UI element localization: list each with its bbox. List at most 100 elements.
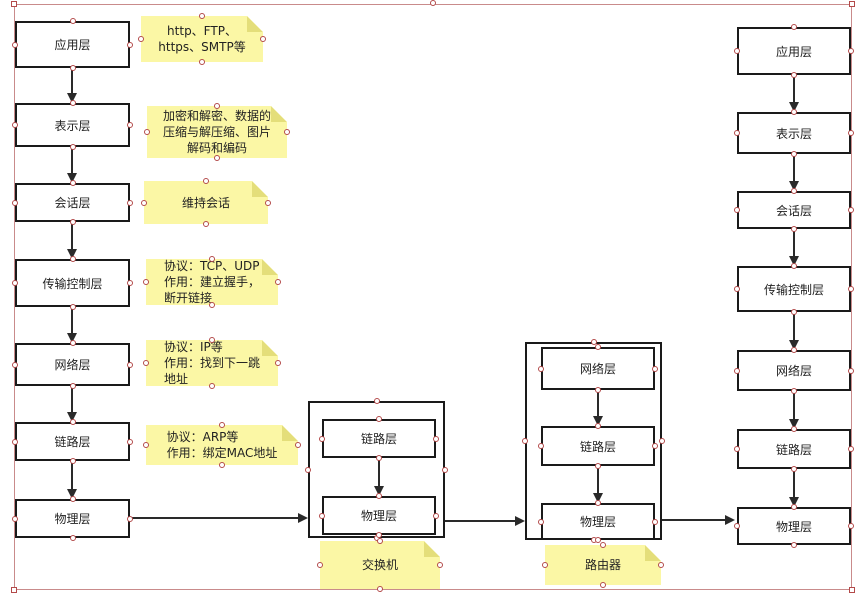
- left-layer-application[interactable]: 应用层: [15, 21, 130, 68]
- connection-point-handle[interactable]: [652, 443, 658, 449]
- left-layer-network[interactable]: 网络层: [15, 343, 130, 386]
- connection-point-handle[interactable]: [69, 256, 76, 262]
- right-layer-physical[interactable]: 物理层: [737, 507, 851, 545]
- connection-point-handle[interactable]: [433, 512, 439, 519]
- connection-point-handle[interactable]: [542, 562, 548, 568]
- connection-point-handle[interactable]: [219, 422, 225, 428]
- connection-point-handle[interactable]: [69, 304, 76, 310]
- connection-point-handle[interactable]: [522, 438, 528, 444]
- connection-point-handle[interactable]: [69, 65, 76, 71]
- connection-point-handle[interactable]: [538, 365, 544, 372]
- connection-point-handle[interactable]: [791, 466, 797, 472]
- connection-point-handle[interactable]: [12, 361, 18, 368]
- connection-point-handle[interactable]: [203, 178, 209, 184]
- connection-point-handle[interactable]: [437, 562, 443, 568]
- connection-point-handle[interactable]: [12, 438, 18, 445]
- connection-point-handle[interactable]: [12, 41, 18, 48]
- connection-point-handle[interactable]: [433, 435, 439, 442]
- router-layer-physical[interactable]: 物理层: [541, 503, 655, 540]
- connection-point-handle[interactable]: [791, 188, 797, 194]
- connection-point-handle[interactable]: [69, 383, 76, 389]
- note-network[interactable]: 协议：IP等 作用：找到下一跳 地址: [146, 340, 278, 386]
- right-layer-presentation[interactable]: 表示层: [737, 112, 851, 154]
- selection-handle-bl[interactable]: [11, 587, 17, 593]
- connection-point-handle[interactable]: [319, 512, 325, 519]
- note-application[interactable]: http、FTP、 https、SMTP等: [141, 16, 263, 62]
- connection-point-handle[interactable]: [127, 41, 133, 48]
- connection-point-handle[interactable]: [127, 122, 133, 128]
- connection-point-handle[interactable]: [69, 100, 76, 106]
- connection-point-handle[interactable]: [127, 199, 133, 206]
- connection-point-handle[interactable]: [143, 360, 149, 366]
- connection-point-handle[interactable]: [12, 280, 18, 286]
- connection-point-handle[interactable]: [377, 538, 383, 544]
- connection-point-handle[interactable]: [595, 500, 601, 506]
- connection-point-handle[interactable]: [69, 496, 76, 502]
- connection-point-handle[interactable]: [69, 419, 76, 425]
- connection-point-handle[interactable]: [734, 130, 740, 136]
- connection-point-handle[interactable]: [260, 36, 266, 42]
- connection-point-handle[interactable]: [376, 532, 382, 538]
- connection-point-handle[interactable]: [652, 518, 658, 525]
- connection-point-handle[interactable]: [209, 256, 215, 262]
- connection-point-handle[interactable]: [595, 387, 601, 393]
- connection-point-handle[interactable]: [734, 523, 740, 529]
- left-layer-session[interactable]: 会话层: [15, 183, 130, 222]
- connection-point-handle[interactable]: [595, 344, 601, 350]
- left-layer-transport[interactable]: 传输控制层: [15, 259, 130, 307]
- router-layer-network[interactable]: 网络层: [541, 347, 655, 390]
- switch-layer-physical[interactable]: 物理层: [322, 496, 436, 535]
- connection-point-handle[interactable]: [69, 180, 76, 186]
- connection-point-handle[interactable]: [791, 109, 797, 115]
- connection-point-handle[interactable]: [319, 435, 325, 442]
- connection-point-handle[interactable]: [600, 582, 606, 588]
- selection-handle-tr[interactable]: [849, 1, 855, 7]
- switch-layer-link[interactable]: 链路层: [322, 419, 436, 458]
- connection-point-handle[interactable]: [12, 122, 18, 128]
- connection-point-handle[interactable]: [848, 130, 854, 136]
- connection-point-handle[interactable]: [791, 263, 797, 269]
- connection-point-handle[interactable]: [265, 199, 271, 206]
- selection-handle-br[interactable]: [849, 587, 855, 593]
- left-layer-physical[interactable]: 物理层: [15, 499, 130, 538]
- connection-point-handle[interactable]: [658, 562, 664, 568]
- connection-point-handle[interactable]: [848, 286, 854, 292]
- connection-point-handle[interactable]: [734, 367, 740, 374]
- connection-point-handle[interactable]: [595, 423, 601, 429]
- connection-point-handle[interactable]: [848, 48, 854, 54]
- connection-point-handle[interactable]: [12, 515, 18, 522]
- connection-point-handle[interactable]: [791, 347, 797, 353]
- connection-point-handle[interactable]: [791, 388, 797, 394]
- right-layer-application[interactable]: 应用层: [737, 27, 851, 75]
- connection-point-handle[interactable]: [209, 337, 215, 343]
- connection-point-handle[interactable]: [144, 129, 150, 135]
- connection-point-handle[interactable]: [659, 438, 665, 444]
- connection-point-handle[interactable]: [848, 367, 854, 374]
- connection-point-handle[interactable]: [442, 466, 448, 473]
- connection-point-handle[interactable]: [600, 542, 606, 548]
- connection-point-handle[interactable]: [214, 103, 220, 109]
- connection-point-handle[interactable]: [595, 537, 601, 543]
- connection-point-handle[interactable]: [199, 59, 205, 65]
- connection-point-handle[interactable]: [734, 48, 740, 54]
- connection-point-handle[interactable]: [69, 219, 76, 225]
- connection-point-handle[interactable]: [141, 199, 147, 206]
- connection-point-handle[interactable]: [69, 18, 76, 24]
- connection-point-handle[interactable]: [69, 535, 76, 541]
- right-layer-session[interactable]: 会话层: [737, 191, 851, 229]
- connection-point-handle[interactable]: [376, 493, 382, 499]
- connection-point-handle[interactable]: [127, 361, 133, 368]
- connection-point-handle[interactable]: [791, 72, 797, 78]
- connection-point-handle[interactable]: [376, 416, 382, 422]
- connection-point-handle[interactable]: [590, 339, 597, 345]
- connection-point-handle[interactable]: [734, 207, 740, 213]
- connection-point-handle[interactable]: [734, 286, 740, 292]
- connection-point-handle[interactable]: [219, 462, 225, 468]
- connection-point-handle[interactable]: [538, 443, 544, 449]
- note-presentation[interactable]: 加密和解密、数据的 压缩与解压缩、图片 解码和编码: [147, 106, 287, 158]
- rotate-handle[interactable]: [430, 0, 436, 6]
- connection-point-handle[interactable]: [848, 207, 854, 213]
- connection-point-handle[interactable]: [305, 466, 311, 473]
- note-session[interactable]: 维持会话: [144, 181, 268, 224]
- connection-point-handle[interactable]: [209, 383, 215, 389]
